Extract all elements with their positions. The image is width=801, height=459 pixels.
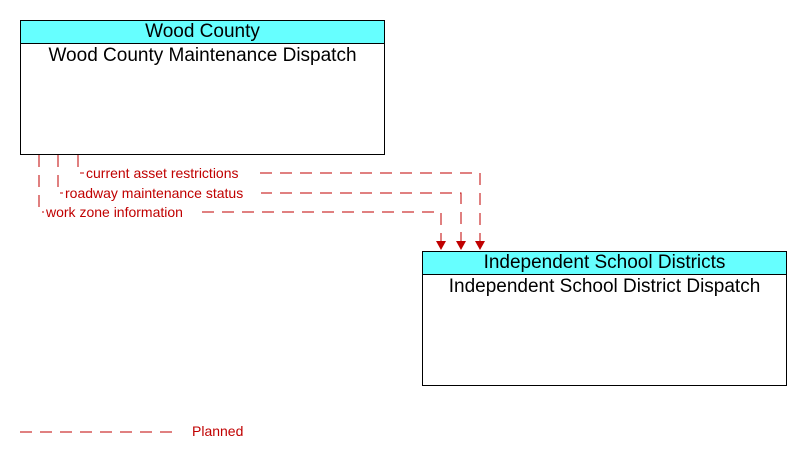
flow-label-work-zone-information: work zone information — [45, 204, 183, 220]
flow-label-roadway-maintenance-status: roadway maintenance status — [65, 185, 243, 201]
flow-line-roadway-maintenance-status — [57, 155, 466, 250]
wood-county-header: Wood County — [21, 21, 384, 44]
legend-planned-label: Planned — [192, 423, 244, 439]
flow-label-background — [84, 166, 252, 181]
school-districts-header: Independent School Districts — [423, 252, 786, 275]
flow-label-current-asset-restrictions: current asset restrictions — [86, 165, 239, 181]
flow-roadway-maintenance-status[interactable]: roadway maintenance status — [57, 155, 466, 250]
flow-label-background — [63, 186, 261, 201]
flow-line-current-asset-restrictions — [77, 155, 485, 250]
wood-county-title: Wood County Maintenance Dispatch — [48, 45, 357, 66]
flow-current-asset-restrictions[interactable]: current asset restrictions — [77, 155, 485, 250]
independent-school-district-dispatch-box[interactable]: Independent School Districts Independent… — [422, 251, 787, 386]
wood-county-maintenance-dispatch-box[interactable]: Wood County Wood County Maintenance Disp… — [20, 20, 385, 155]
flow-work-zone-information[interactable]: work zone information — [38, 155, 446, 250]
school-districts-title: Independent School District Dispatch — [448, 276, 761, 297]
flow-label-background — [44, 205, 197, 220]
flow-line-work-zone-information — [38, 155, 446, 250]
